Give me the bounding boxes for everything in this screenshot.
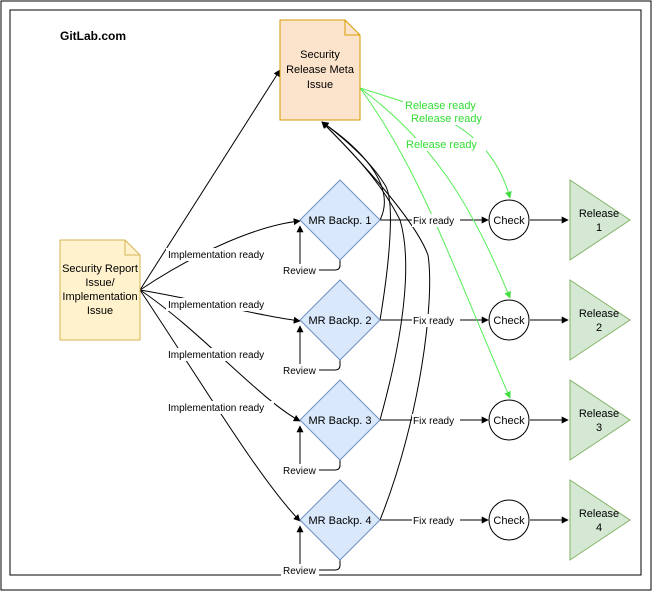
svg-text:Fix ready: Fix ready <box>413 416 454 427</box>
svg-text:Implementation ready: Implementation ready <box>168 300 264 311</box>
release-4-label-line-2: 4 <box>596 522 602 534</box>
release-1[interactable]: Release 1 <box>569 179 631 261</box>
mr-backport-1[interactable]: MR Backp. 1 <box>299 179 381 261</box>
edge-label-implementation-ready-3: Implementation ready <box>166 348 274 361</box>
edge-label-implementation-ready-1: Implementation ready <box>166 248 274 261</box>
meta-issue-label-line-3: Issue <box>307 79 333 91</box>
report-issue-label-line-4: Issue <box>87 305 113 317</box>
diagram-border <box>9 9 642 576</box>
mr-backport-3[interactable]: MR Backp. 3 <box>299 379 381 461</box>
svg-text:Review: Review <box>283 566 317 577</box>
edge-report-to-backport-3 <box>139 289 301 422</box>
edge-label-fix-ready-3: Fix ready <box>412 414 460 427</box>
svg-text:Review: Review <box>283 366 317 377</box>
mr-backport-4[interactable]: MR Backp. 4 <box>299 479 381 561</box>
check-2-label: Check <box>493 315 525 327</box>
edge-report-to-meta <box>139 69 281 291</box>
mr-backport-2[interactable]: MR Backp. 2 <box>299 279 381 361</box>
svg-text:Release ready: Release ready <box>406 139 477 151</box>
edge-label-review-1: Review <box>281 264 319 277</box>
edge-label-fix-ready-1: Fix ready <box>412 214 460 227</box>
release-2-label-line-1: Release <box>579 308 619 320</box>
check-3[interactable]: Check <box>488 399 530 441</box>
check-4[interactable]: Check <box>488 499 530 541</box>
svg-text:Review: Review <box>283 466 317 477</box>
release-3[interactable]: Release 3 <box>569 379 631 461</box>
edge-backport-4-to-meta <box>321 121 431 521</box>
edge-report-to-backport-1 <box>139 218 301 291</box>
svg-text:Fix ready: Fix ready <box>413 516 454 527</box>
edge-label-review-3: Review <box>281 464 319 477</box>
edge-label-fix-ready-4: Fix ready <box>412 514 460 527</box>
edge-label-review-2: Review <box>281 364 319 377</box>
edge-label-implementation-ready-2: Implementation ready <box>166 298 274 311</box>
release-2[interactable]: Release 2 <box>569 279 631 361</box>
mr-backport-4-label: MR Backp. 4 <box>309 515 372 527</box>
release-3-label-line-2: 3 <box>596 422 602 434</box>
release-1-label-line-2: 1 <box>596 222 602 234</box>
report-issue-label-line-2: Issue/ <box>85 277 115 289</box>
edge-backport-2-to-meta <box>321 121 391 321</box>
edge-label-release-ready-3: Release ready <box>404 138 486 151</box>
edge-label-fix-ready-2: Fix ready <box>412 314 460 327</box>
check-4-label: Check <box>493 515 525 527</box>
check-1-label: Check <box>493 215 525 227</box>
check-3-label: Check <box>493 415 525 427</box>
check-2[interactable]: Check <box>488 299 530 341</box>
release-1-label-line-1: Release <box>579 208 619 220</box>
svg-text:Implementation ready: Implementation ready <box>168 403 264 414</box>
svg-text:Fix ready: Fix ready <box>413 316 454 327</box>
svg-text:Release ready: Release ready <box>405 100 476 112</box>
mr-backport-3-label: MR Backp. 3 <box>309 415 372 427</box>
mr-backport-2-label: MR Backp. 2 <box>309 315 372 327</box>
release-3-label-line-1: Release <box>579 408 619 420</box>
report-issue-label-line-1: Security Report <box>62 263 138 275</box>
svg-text:Implementation ready: Implementation ready <box>168 250 264 261</box>
edge-release-ready-2 <box>359 87 511 299</box>
check-1[interactable]: Check <box>488 199 530 241</box>
svg-text:Review: Review <box>283 266 317 277</box>
edge-report-to-backport-4 <box>139 289 301 522</box>
meta-issue-label-line-1: Security <box>300 49 340 61</box>
edge-label-release-ready-1: Release ready <box>403 99 485 112</box>
svg-text:Fix ready: Fix ready <box>413 216 454 227</box>
meta-issue-label-line-2: Release Meta <box>286 64 355 76</box>
edge-label-implementation-ready-4: Implementation ready <box>166 401 274 414</box>
release-4-label-line-1: Release <box>579 508 619 520</box>
security-release-meta-issue[interactable]: Security Release Meta Issue <box>279 19 361 121</box>
svg-text:Release ready: Release ready <box>411 113 482 125</box>
release-4[interactable]: Release 4 <box>569 479 631 561</box>
report-issue-label-line-3: Implementation <box>62 291 137 303</box>
edge-label-release-ready-2: Release ready <box>409 112 491 125</box>
edge-label-review-4: Review <box>281 564 319 577</box>
mr-backport-1-label: MR Backp. 1 <box>309 215 372 227</box>
release-2-label-line-2: 2 <box>596 322 602 334</box>
svg-text:Implementation ready: Implementation ready <box>168 350 264 361</box>
brand-label: GitLab.com <box>60 29 126 43</box>
security-report-issue[interactable]: Security Report Issue/ Implementation Is… <box>59 239 141 341</box>
